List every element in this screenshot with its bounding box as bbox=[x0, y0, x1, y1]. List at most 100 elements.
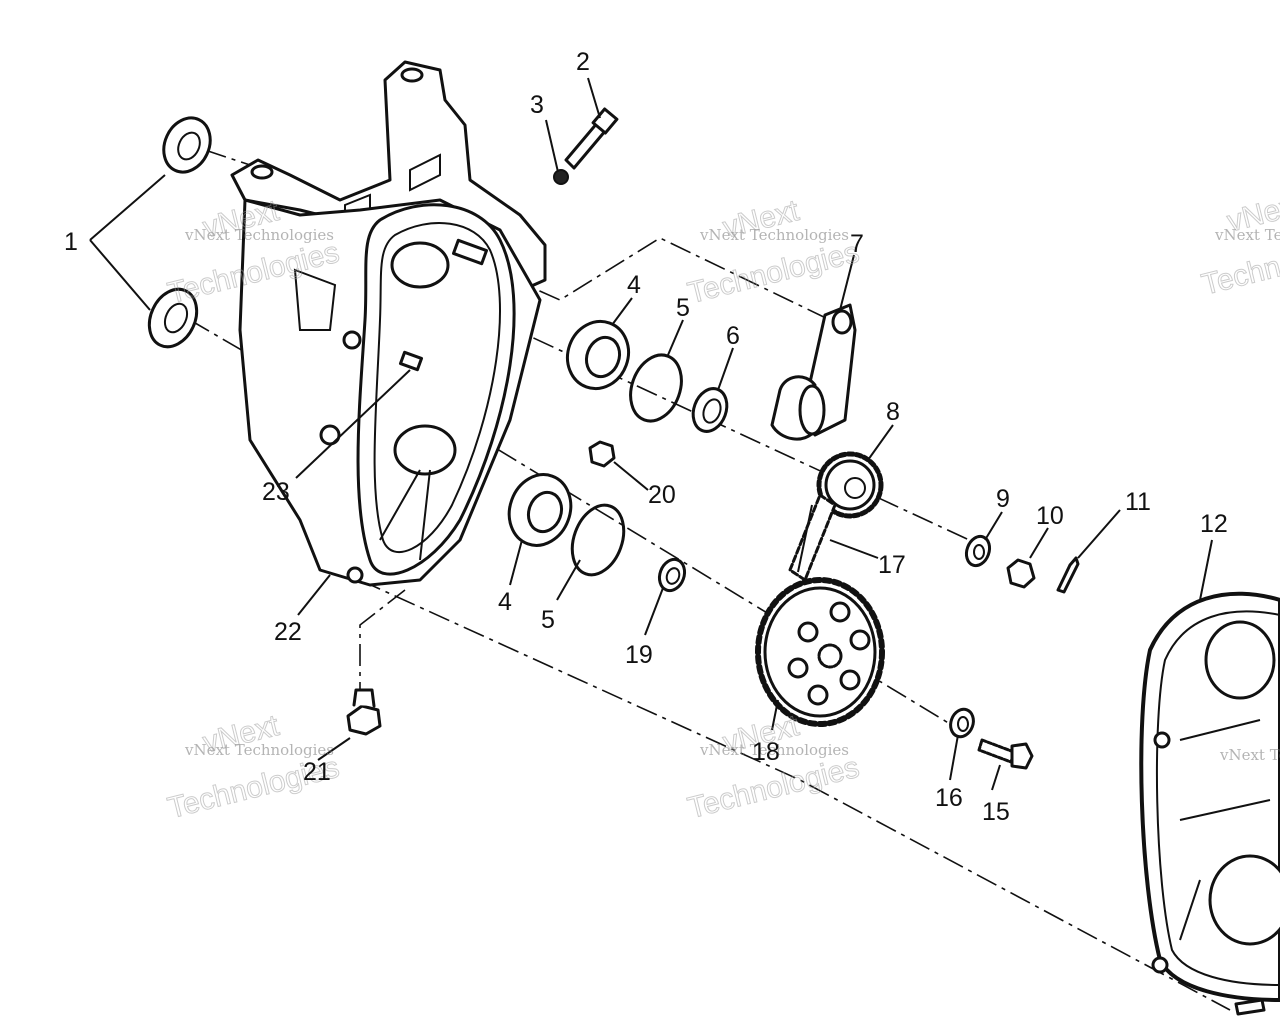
axis-line-bearing-upper bbox=[429, 289, 981, 546]
washer-19 bbox=[657, 557, 687, 593]
callout-1: 1 bbox=[64, 228, 78, 256]
axis-line-drain bbox=[359, 589, 406, 690]
callout-16: 16 bbox=[935, 784, 963, 812]
part-1-seals bbox=[147, 116, 212, 349]
callout-12: 12 bbox=[1200, 510, 1228, 538]
drain-plug-head bbox=[346, 704, 382, 736]
upper-bearing-stack bbox=[566, 319, 729, 433]
retaining-ring-upper bbox=[629, 353, 683, 423]
bracket-hole-left bbox=[250, 164, 274, 180]
housing-dowel-pin bbox=[452, 238, 488, 266]
sprocket-hole-2 bbox=[829, 601, 851, 623]
callout-5a: 5 bbox=[676, 294, 690, 322]
cover-inner-rim bbox=[1155, 610, 1280, 987]
leader-15 bbox=[991, 764, 1001, 791]
callout-10: 10 bbox=[1036, 502, 1064, 530]
leader-19 bbox=[644, 587, 664, 636]
callout-20: 20 bbox=[648, 481, 676, 509]
watermark-line-5: vNext Technologies bbox=[1214, 226, 1280, 244]
housing-web bbox=[379, 469, 431, 561]
bracket-hole-top bbox=[400, 67, 424, 83]
small-sprocket-body bbox=[824, 459, 876, 511]
cover-ribs bbox=[1179, 719, 1271, 941]
callout-22: 22 bbox=[274, 618, 302, 646]
seal-6-inner bbox=[702, 398, 722, 424]
seal-upper-inner bbox=[177, 131, 201, 161]
part-17-chain bbox=[788, 493, 837, 582]
callout-19: 19 bbox=[625, 641, 653, 669]
part-21-drain-plug bbox=[346, 688, 382, 736]
chain-strand-inner bbox=[797, 504, 813, 573]
sprocket-hole-5 bbox=[807, 684, 829, 706]
axis-line-bottom bbox=[359, 579, 1231, 1011]
housing-mount-ear-2 bbox=[342, 330, 362, 350]
bracket-slot bbox=[409, 153, 441, 192]
washer-9-inner bbox=[973, 544, 985, 560]
leader-10 bbox=[1029, 527, 1049, 559]
watermark-line-2: vNext Technologies bbox=[699, 226, 849, 244]
cotter-pin-11 bbox=[1056, 556, 1080, 594]
bearing-upper-race bbox=[584, 335, 622, 379]
callout-4a: 4 bbox=[627, 271, 641, 299]
sprocket-hole-3 bbox=[849, 629, 871, 651]
leader-20 bbox=[613, 461, 649, 491]
leader-23 bbox=[295, 369, 411, 479]
drain-plug-thread bbox=[352, 688, 376, 708]
callout-9: 9 bbox=[996, 485, 1010, 513]
cover-mount-hole-2 bbox=[1151, 956, 1169, 974]
washer-16 bbox=[949, 707, 975, 739]
part-12-cover bbox=[1139, 591, 1280, 1016]
leader-12 bbox=[1199, 539, 1213, 601]
leader-4a bbox=[611, 297, 633, 326]
part-7-tensioner bbox=[770, 303, 857, 441]
watermark-word-2b: Technologies bbox=[685, 236, 863, 310]
axis-line-seals bbox=[189, 149, 251, 356]
callout-5b: 5 bbox=[541, 606, 555, 634]
retaining-ring-lower bbox=[570, 503, 626, 577]
callout-labels: 1 2 3 4 4 5 5 6 7 8 9 10 11 12 15 16 17 … bbox=[64, 48, 1228, 826]
leader-5a bbox=[667, 319, 684, 356]
nut-20 bbox=[588, 440, 616, 468]
leader-7 bbox=[839, 254, 855, 311]
seal-lower-inner bbox=[163, 302, 189, 334]
sprocket-hole-1 bbox=[797, 621, 819, 643]
leader-2 bbox=[587, 77, 601, 119]
leader-8 bbox=[867, 424, 894, 461]
housing-mount-ear-3 bbox=[346, 566, 364, 584]
bolt-15 bbox=[977, 738, 1034, 770]
housing-stud bbox=[398, 350, 424, 372]
cover-lower-boss bbox=[1208, 854, 1280, 946]
sprocket-hole-6 bbox=[787, 657, 809, 679]
chain-strand bbox=[788, 493, 837, 582]
housing-upper-bore bbox=[390, 241, 450, 289]
leader-22 bbox=[297, 574, 331, 616]
lower-bearing-stack bbox=[507, 473, 687, 593]
leader-21 bbox=[317, 737, 351, 761]
callout-leaders bbox=[89, 77, 1213, 791]
washer-small bbox=[553, 169, 569, 185]
callout-23: 23 bbox=[262, 478, 290, 506]
leader-4b bbox=[509, 539, 523, 586]
housing-flange bbox=[356, 203, 516, 576]
callout-3: 3 bbox=[530, 91, 544, 119]
tensioner-arm-eye bbox=[831, 309, 853, 335]
watermark-line-6: vNext Technologies bbox=[1219, 746, 1280, 764]
leader-6 bbox=[717, 347, 734, 391]
leader-3 bbox=[545, 119, 559, 173]
watermark-line-4: vNext Technologies bbox=[699, 741, 849, 759]
sprocket-hub bbox=[817, 643, 843, 669]
tensioner-roller-face bbox=[798, 384, 826, 436]
leader-1 bbox=[89, 174, 166, 311]
callout-7: 7 bbox=[850, 230, 864, 258]
nut-10 bbox=[1006, 558, 1036, 589]
leader-18 bbox=[771, 699, 779, 731]
leader-11 bbox=[1077, 509, 1121, 559]
cover-bolt bbox=[1234, 998, 1266, 1016]
housing-mount-ear bbox=[319, 424, 341, 446]
sprocket-hole-4 bbox=[839, 669, 861, 691]
callout-2: 2 bbox=[576, 48, 590, 76]
callout-17: 17 bbox=[878, 551, 906, 579]
housing-side-pocket bbox=[293, 268, 337, 331]
